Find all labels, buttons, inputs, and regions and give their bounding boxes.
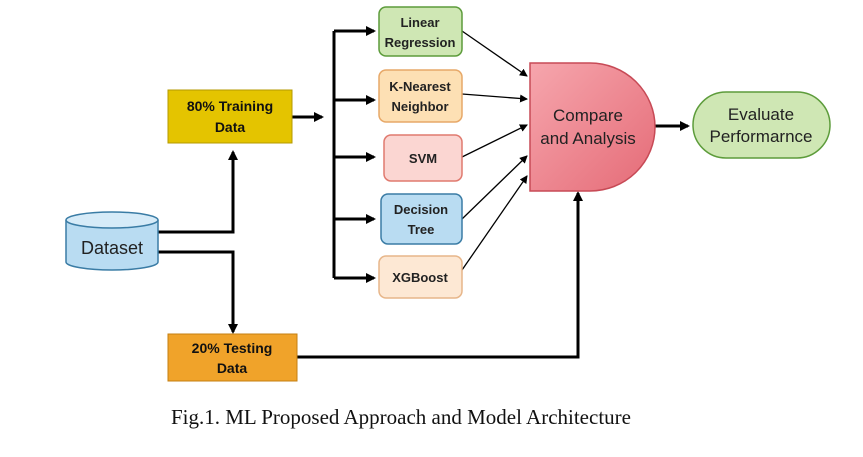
dataset-cylinder bbox=[65, 220, 159, 271]
evaluate-box bbox=[692, 91, 831, 159]
knn-line2: Neighbor bbox=[391, 99, 448, 114]
dataset-to-testing-arrow bbox=[158, 250, 238, 334]
linear-regression-box bbox=[378, 6, 463, 57]
linear-regression-line2: Regression bbox=[385, 35, 456, 50]
evaluate-line2: Performarnce bbox=[710, 127, 813, 146]
knn-box bbox=[378, 69, 463, 123]
dataset-node: Dataset bbox=[65, 211, 159, 271]
dataset-cylinder-top bbox=[65, 211, 159, 229]
xgboost-node: XGBoost bbox=[378, 255, 463, 299]
training-data-node: 80% Training Data bbox=[167, 89, 293, 144]
training-data-line2: Data bbox=[215, 119, 246, 135]
training-data-box bbox=[167, 89, 293, 144]
knn-to-compare bbox=[461, 93, 528, 103]
knn-node: K-Nearest Neighbor bbox=[378, 69, 463, 123]
figure-caption: Fig.1. ML Proposed Approach and Model Ar… bbox=[171, 405, 631, 429]
xgboost-box bbox=[378, 255, 463, 299]
compare-node: Compare and Analysis bbox=[529, 62, 656, 192]
compare-line1: Compare bbox=[553, 106, 623, 125]
linear-regression-node: Linear Regression bbox=[378, 6, 463, 57]
testing-data-line1: 20% Testing bbox=[192, 340, 273, 356]
linear-regression-line1: Linear bbox=[400, 15, 439, 30]
evaluate-line1: Evaluate bbox=[728, 105, 794, 124]
decision-tree-box bbox=[380, 193, 463, 245]
knn-line1: K-Nearest bbox=[389, 79, 451, 94]
testing-data-line2: Data bbox=[217, 360, 248, 376]
svm-node: SVM bbox=[383, 134, 463, 182]
xgboost-label: XGBoost bbox=[392, 270, 448, 285]
training-data-line1: 80% Training bbox=[187, 98, 273, 114]
decision-tree-line2: Tree bbox=[408, 222, 435, 237]
svm-to-compare bbox=[461, 124, 528, 158]
dataset-to-training-arrow bbox=[158, 150, 238, 234]
xgboost-to-compare bbox=[461, 175, 528, 271]
decision-tree-node: Decision Tree bbox=[380, 193, 463, 245]
decision-tree-line1: Decision bbox=[394, 202, 448, 217]
compare-shape bbox=[529, 62, 656, 192]
evaluate-node: Evaluate Performarnce bbox=[692, 91, 831, 159]
svm-box bbox=[383, 134, 463, 182]
compare-line2: and Analysis bbox=[540, 129, 635, 148]
decision-tree-to-compare bbox=[461, 155, 528, 220]
testing-data-node: 20% Testing Data bbox=[167, 333, 298, 382]
testing-to-compare-arrow bbox=[297, 191, 583, 359]
linear-regression-to-compare bbox=[461, 30, 528, 77]
testing-data-box bbox=[167, 333, 298, 382]
svm-label: SVM bbox=[409, 151, 437, 166]
dataset-label: Dataset bbox=[81, 238, 143, 258]
